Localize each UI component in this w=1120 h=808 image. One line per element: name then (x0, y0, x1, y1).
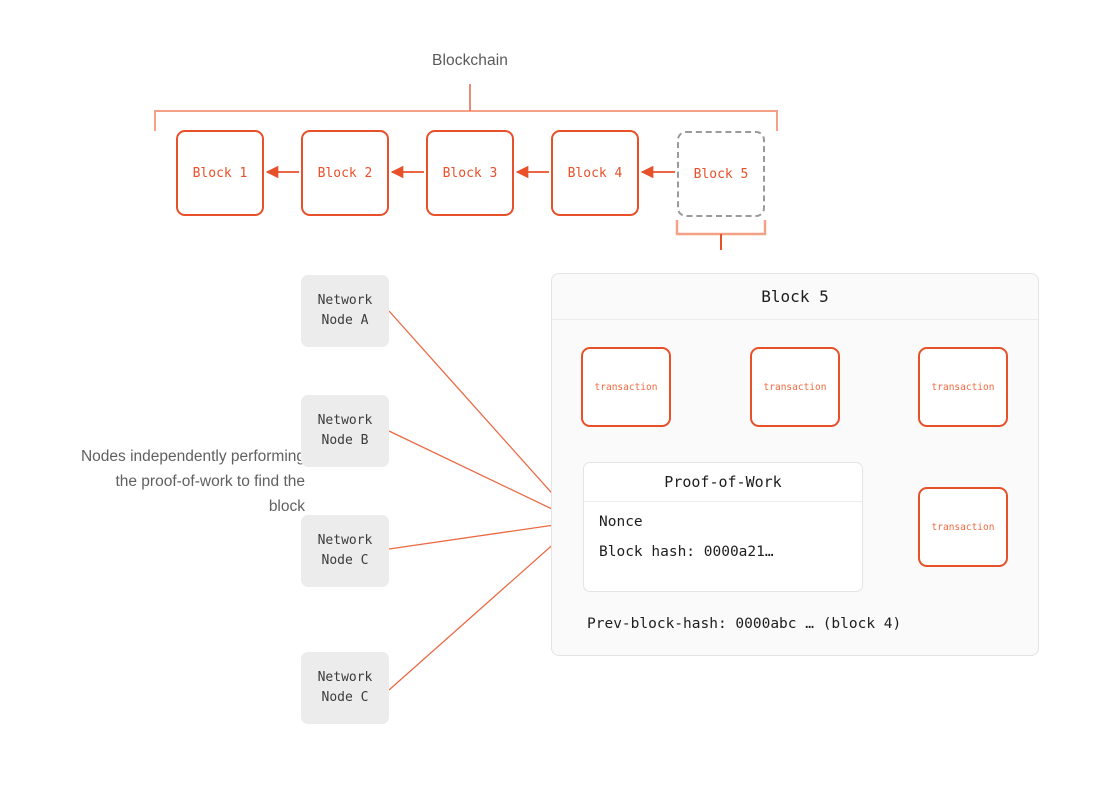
proof-of-work-title: Proof-of-Work (584, 463, 862, 502)
transaction-box-4[interactable]: transaction (918, 487, 1008, 567)
blockchain-bracket (154, 84, 778, 131)
nodes-caption: Nodes independently performing the proof… (80, 448, 305, 516)
network-node-d-line1: Network (317, 669, 373, 685)
block5-panel-title: Block 5 (552, 274, 1038, 320)
network-node-a[interactable]: Network Node A (301, 275, 389, 347)
proof-of-work-card: Proof-of-Work Nonce Block hash: 0000a21… (583, 462, 863, 592)
chain-block-3[interactable]: Block 3 (426, 130, 514, 216)
proof-of-work-body: Nonce Block hash: 0000a21… (584, 502, 862, 560)
block-hash-value: Block hash: 0000a21… (599, 544, 774, 560)
network-node-b-line2: Node B (321, 433, 369, 448)
prev-block-hash: Prev-block-hash: 0000abc … (block 4) (587, 616, 902, 632)
block5-bracket (675, 220, 767, 250)
network-node-b[interactable]: Network Node B (301, 395, 389, 467)
transaction-box-3[interactable]: transaction (918, 347, 1008, 427)
network-node-c-line2: Node C (321, 553, 369, 568)
network-node-a-line1: Network (317, 292, 373, 308)
blockchain-title: Blockchain (432, 52, 508, 69)
network-node-c-line1: Network (317, 532, 373, 548)
chain-block-4[interactable]: Block 4 (551, 130, 639, 216)
nonce-label: Nonce (599, 514, 643, 530)
transaction-box-1[interactable]: transaction (581, 347, 671, 427)
network-node-d-line2: Node C (321, 690, 369, 705)
chain-block-1[interactable]: Block 1 (176, 130, 264, 216)
chain-block-2[interactable]: Block 2 (301, 130, 389, 216)
transaction-box-2[interactable]: transaction (750, 347, 840, 427)
network-node-d[interactable]: Network Node C (301, 652, 389, 724)
chain-block-5-pending[interactable]: Block 5 (677, 131, 765, 217)
network-node-b-line1: Network (317, 412, 373, 428)
network-node-a-line2: Node A (321, 313, 369, 328)
network-node-c[interactable]: Network Node C (301, 515, 389, 587)
